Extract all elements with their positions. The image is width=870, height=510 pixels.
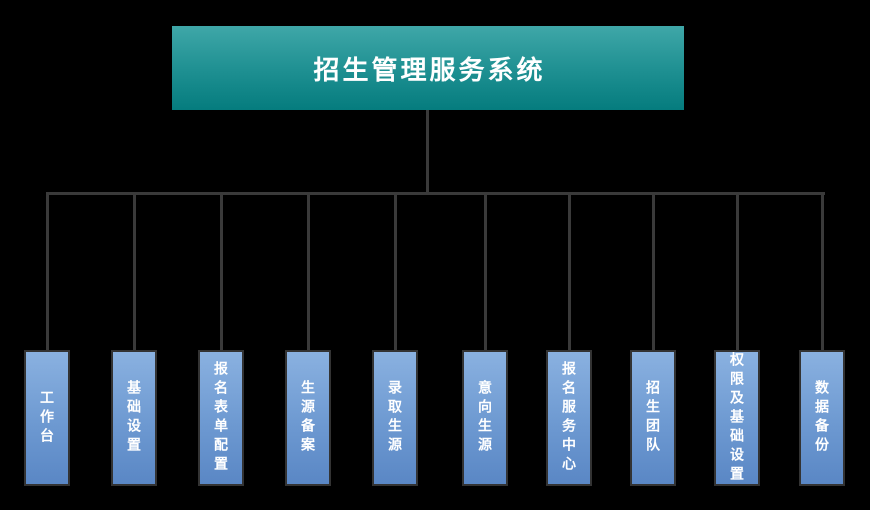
connector-drop <box>307 192 310 352</box>
node-student-source-filing-box[interactable]: 生源备案 <box>285 350 331 486</box>
node-label: 录取生源 <box>387 380 403 456</box>
root-node-label: 招生管理服务系统 <box>313 54 546 85</box>
connector-drop <box>220 192 223 352</box>
node-label: 生源备案 <box>300 380 316 456</box>
node-label: 意向生源 <box>477 380 493 456</box>
connector-drop <box>394 192 397 352</box>
root-node[interactable]: 招生管理服务系统 <box>172 26 684 110</box>
node-label: 招生团队 <box>645 380 661 456</box>
connector-drop <box>46 192 49 352</box>
node-label: 基础设置 <box>126 380 142 456</box>
node-registration-form-config-box[interactable]: 报名表单配置 <box>198 350 244 486</box>
node-data-backup-box[interactable]: 数据备份 <box>799 350 845 486</box>
connector-drop <box>652 192 655 352</box>
node-label: 报名服务中心 <box>561 361 577 475</box>
connector-drop <box>568 192 571 352</box>
node-label: 数据备份 <box>814 380 830 456</box>
connector-stem <box>426 110 429 193</box>
node-basic-settings-box[interactable]: 基础设置 <box>111 350 157 486</box>
connector-drop <box>821 192 824 352</box>
node-admissions-team-box[interactable]: 招生团队 <box>630 350 676 486</box>
connector-horizontal <box>46 192 825 195</box>
node-workbench-box[interactable]: 工作台 <box>24 350 70 486</box>
node-label: 工作台 <box>39 389 55 447</box>
node-permissions-basic-settings-box[interactable]: 权限及基础设置 <box>714 350 760 486</box>
connector-drop <box>736 192 739 352</box>
connector-drop <box>133 192 136 352</box>
node-admitted-students-box[interactable]: 录取生源 <box>372 350 418 486</box>
node-registration-service-center-box[interactable]: 报名服务中心 <box>546 350 592 486</box>
node-prospective-students-box[interactable]: 意向生源 <box>462 350 508 486</box>
node-label: 报名表单配置 <box>213 361 229 475</box>
node-label: 权限及基础设置 <box>729 351 745 485</box>
connector-drop <box>484 192 487 352</box>
